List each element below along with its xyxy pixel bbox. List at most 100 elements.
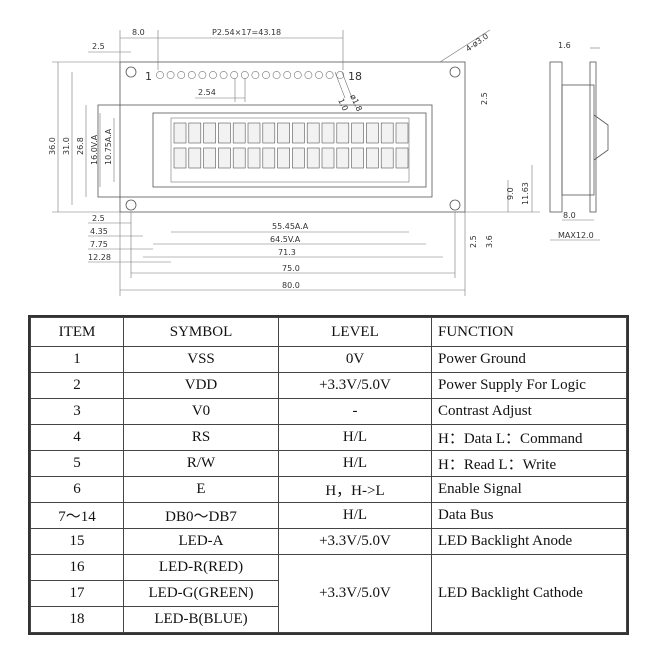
character-cell [218, 122, 231, 144]
character-cell [292, 147, 305, 169]
character-cell [262, 147, 276, 169]
character-cell [336, 147, 350, 169]
pin-pad [177, 71, 186, 79]
table-row: 5 R/W H/L H：Read L：Write [30, 450, 627, 477]
cell-level: - [278, 398, 432, 425]
pin1-label: 1 [145, 70, 152, 83]
active-area [170, 117, 410, 183]
dim-16-va: 16.0V.A [90, 134, 99, 165]
dim-side-max: MAX12.0 [558, 231, 594, 240]
character-cell [173, 147, 187, 169]
cell-function: H：Data L：Command [431, 424, 627, 451]
cell-function: Power Ground [431, 346, 627, 373]
cell-symbol: VDD [123, 372, 279, 399]
character-cell [306, 122, 320, 144]
cell-function: Power Supply For Logic [431, 372, 627, 399]
character-cell [351, 122, 364, 144]
mount-hole-tr [449, 66, 461, 78]
pin-pad [166, 71, 175, 79]
character-cell [306, 147, 320, 169]
cell-level: H/L [278, 450, 432, 477]
pin-pad [325, 71, 334, 79]
mount-hole-tl [125, 66, 137, 78]
cell-function-merged: LED Backlight Cathode [431, 554, 627, 633]
pin-pad [251, 71, 260, 79]
character-cell [218, 147, 231, 169]
dim-1-0: 1.0 [336, 97, 350, 112]
dim-pitch: P2.54×17=43.18 [212, 28, 281, 37]
cell-symbol: E [123, 476, 279, 503]
cell-level: 0V [278, 346, 432, 373]
dim-side-8-0: 8.0 [563, 211, 576, 220]
cell-function: LED Backlight Anode [431, 528, 627, 555]
character-cell [380, 122, 394, 144]
pin-pad [283, 71, 292, 79]
cell-item: 1 [30, 346, 124, 373]
dimension-drawing: 8.0 P2.54×17=43.18 2.5 1 18 4-ø3.0 2.54 … [48, 28, 609, 296]
table-row: 16 LED-R(RED) +3.3V/5.0V LED Backlight C… [30, 554, 627, 633]
character-cell [395, 122, 409, 144]
table-row: 2 VDD +3.3V/5.0V Power Supply For Logic [30, 372, 627, 399]
pin-pad [315, 71, 323, 79]
cell-function: Enable Signal [431, 476, 627, 503]
cell-item: 3 [30, 398, 124, 425]
pin-pad [187, 71, 196, 79]
cell-symbol: RS [123, 424, 279, 451]
character-cell [321, 147, 335, 169]
cell-item: 15 [30, 528, 124, 555]
dim-b-75: 75.0 [282, 264, 300, 273]
dim-36: 36.0 [48, 137, 57, 155]
table-row: 7～14 DB0～DB7 H/L Data Bus [30, 502, 627, 529]
dim-8-0-top: 8.0 [132, 28, 145, 37]
module-outline [119, 61, 466, 213]
cell-symbol: DB0～DB7 [123, 502, 279, 529]
character-cell [366, 147, 379, 169]
pin-pad [240, 71, 249, 79]
cell-symbol: LED-R(RED) [123, 554, 279, 581]
dim-b-3-6: 3.6 [485, 235, 494, 248]
cell-symbol: V0 [123, 398, 279, 425]
character-cells [173, 122, 409, 169]
table-row: 15 LED-A +3.3V/5.0V LED Backlight Anode [30, 528, 627, 555]
dim-2-5-top: 2.5 [92, 42, 105, 51]
dim-b-80: 80.0 [282, 281, 300, 290]
character-cell [232, 147, 246, 169]
dim-b-2-5: 2.5 [92, 214, 105, 223]
pin-pad [156, 71, 164, 79]
pin-pad [198, 71, 207, 79]
dim-10-75: 10.75A.A [104, 128, 113, 165]
character-cell [277, 122, 290, 144]
dim-hole: 4-ø3.0 [464, 32, 490, 54]
pin-pad [336, 71, 345, 79]
mount-hole-bl [125, 199, 137, 211]
cell-level: +3.3V/5.0V [278, 528, 432, 555]
dim-side-1-6: 1.6 [558, 41, 571, 50]
character-cell [188, 122, 202, 144]
character-cell [188, 147, 202, 169]
character-cell [380, 147, 394, 169]
character-cell [366, 122, 379, 144]
pin-pad [209, 71, 217, 79]
character-cell [262, 122, 276, 144]
dim-b-71-3: 71.3 [278, 248, 296, 257]
bezel-outer [97, 104, 433, 198]
character-cell [203, 147, 216, 169]
character-cell [232, 122, 246, 144]
cell-symbol: LED-G(GREEN) [123, 580, 279, 607]
dim-26-8: 26.8 [76, 137, 85, 155]
character-cell [351, 147, 364, 169]
character-cell [336, 122, 350, 144]
pin-function-table: ITEM SYMBOL LEVEL FUNCTION 1 VSS 0V Powe… [28, 315, 629, 635]
cell-item: 17 [30, 580, 124, 607]
dim-9-0: 9.0 [506, 187, 515, 200]
table-row: 4 RS H/L H：Data L：Command [30, 424, 627, 451]
view-area [152, 112, 427, 188]
header-item: ITEM [30, 317, 124, 347]
dim-b-12-28: 12.28 [88, 253, 111, 262]
table-row: 18 LED-B(BLUE) [30, 606, 627, 633]
pin-header [156, 71, 345, 79]
pin-pad [262, 71, 270, 79]
pin-pad [304, 71, 313, 79]
dim-2-54: 2.54 [198, 88, 216, 97]
pin-pad [293, 71, 302, 79]
